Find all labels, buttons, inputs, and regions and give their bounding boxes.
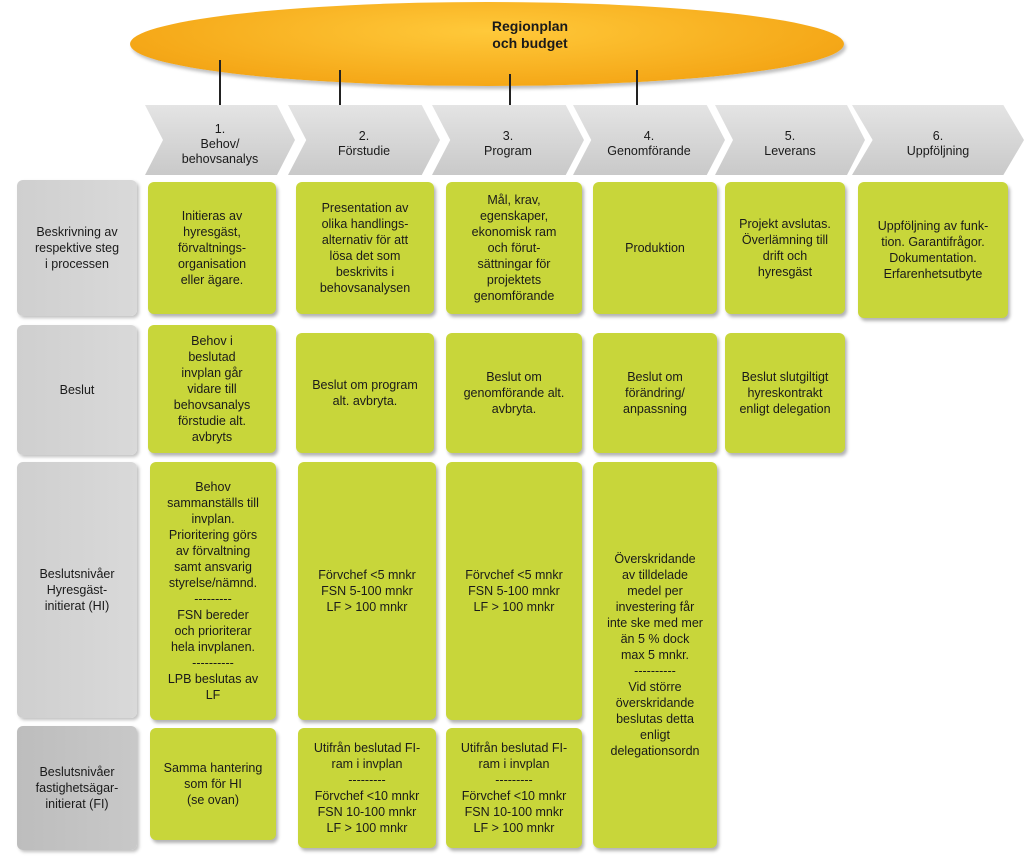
connector-line (509, 74, 511, 110)
step-3-chevron: 3.Program (432, 105, 584, 175)
step-2-label: Förstudie (337, 144, 391, 158)
step-5-chevron: 5.Leverans (715, 105, 865, 175)
desc-step-4: Produktion (593, 182, 717, 314)
step-4-chevron: 4.Genomförande (573, 105, 725, 175)
step-4-label: Genomförande (607, 144, 691, 158)
step-1-label: Behov/ behovsanalys (181, 136, 259, 166)
beslut-step-1: Behov i beslutad invplan går vidare till… (148, 325, 276, 453)
fi-step-3: Utifrån beslutad FI- ram i invplan -----… (446, 728, 582, 848)
step-4-number: 4. (643, 129, 655, 143)
step-5-label: Leverans (764, 144, 816, 158)
fi-step-2: Utifrån beslutad FI- ram i invplan -----… (298, 728, 436, 848)
regionplan-title: Regionplan och budget (491, 18, 569, 51)
hi-step-4: Överskridande av tilldelade medel per in… (593, 462, 717, 848)
desc-step-5: Projekt avslutas. Överlämning till drift… (725, 182, 845, 314)
step-3-label: Program (484, 144, 532, 158)
step-5-number: 5. (784, 129, 796, 143)
step-6-label: Uppföljning (906, 144, 970, 158)
desc-step-1: Initieras av hyresgäst, förvaltnings- or… (148, 182, 276, 314)
step-3-number: 3. (502, 129, 514, 143)
step-1-number: 1. (214, 121, 226, 136)
hi-step-2: Förvchef <5 mnkr FSN 5-100 mnkr LF > 100… (298, 462, 436, 720)
row-header-fastighetsagare: Beslutsnivåer fastighetsägar- initierat … (17, 726, 137, 850)
beslut-step-3: Beslut om genomförande alt. avbryta. (446, 333, 582, 453)
regionplan-oval (130, 2, 844, 86)
beslut-step-2: Beslut om program alt. avbryta. (296, 333, 434, 453)
step-2-chevron: 2.Förstudie (288, 105, 440, 175)
step-6-number: 6. (932, 129, 944, 143)
row-header-beslut: Beslut (17, 325, 137, 455)
step-2-number: 2. (358, 129, 370, 143)
hi-step-3: Förvchef <5 mnkr FSN 5-100 mnkr LF > 100… (446, 462, 582, 720)
row-header-beskrivning: Beskrivning av respektive steg i process… (17, 180, 137, 316)
desc-step-3: Mål, krav, egenskaper, ekonomisk ram och… (446, 182, 582, 314)
connector-line (219, 60, 221, 110)
connector-line (636, 70, 638, 110)
connector-line (339, 70, 341, 110)
beslut-step-5: Beslut slutgiltigt hyreskontrakt enligt … (725, 333, 845, 453)
desc-step-2: Presentation av olika handlings- alterna… (296, 182, 434, 314)
fi-step-1: Samma hantering som för HI (se ovan) (150, 728, 276, 840)
step-6-chevron: 6.Uppföljning (852, 105, 1024, 175)
hi-step-1: Behov sammanställs till invplan. Priorit… (150, 462, 276, 720)
row-header-hyresgast: Beslutsnivåer Hyresgäst- initierat (HI) (17, 462, 137, 718)
beslut-step-4: Beslut om förändring/ anpassning (593, 333, 717, 453)
step-1-chevron: 1.Behov/ behovsanalys (145, 105, 295, 175)
desc-step-6: Uppföljning av funk- tion. Garantifrågor… (858, 182, 1008, 318)
